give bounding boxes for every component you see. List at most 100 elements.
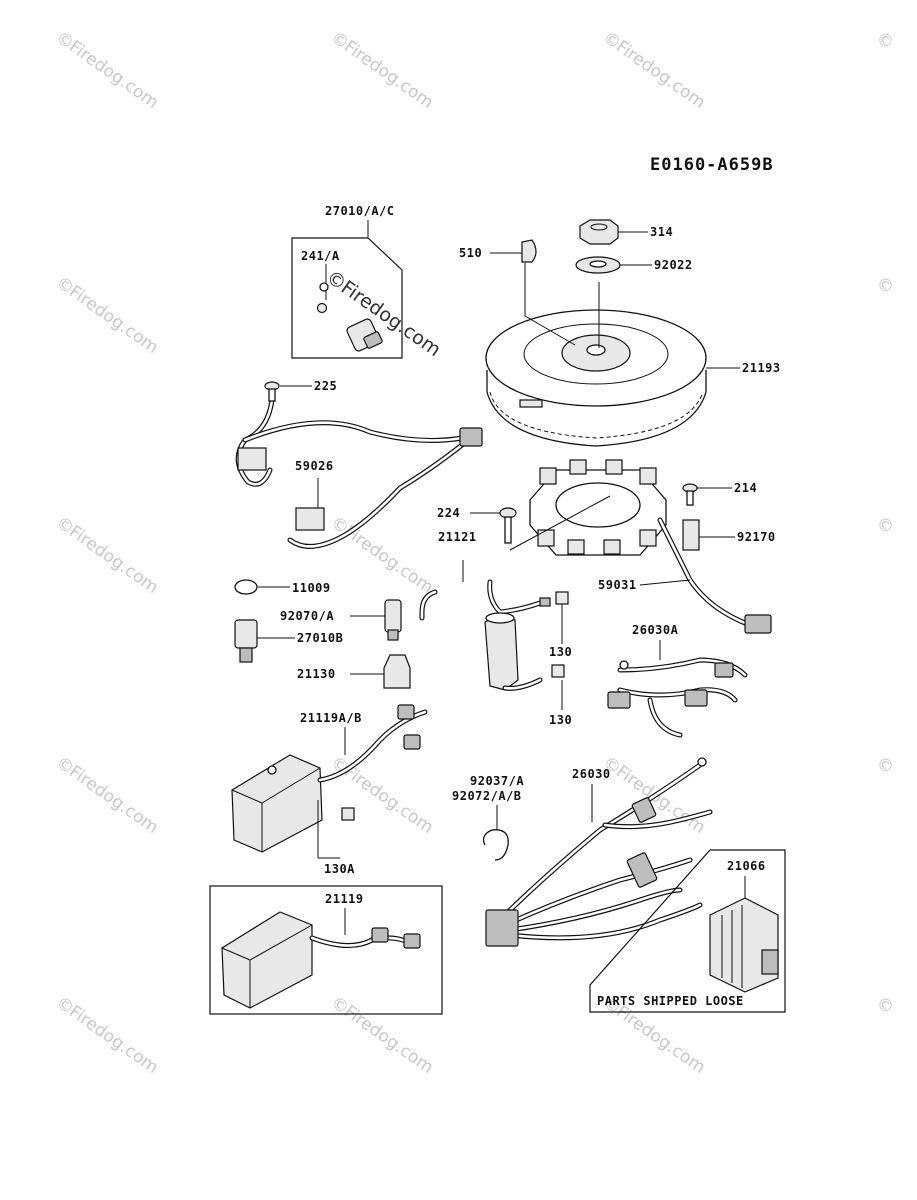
bolt-130-part — [555, 591, 569, 605]
bolt-225-shank — [268, 388, 276, 402]
cdi-mount-hole — [267, 765, 277, 775]
plug-92070-tip — [387, 629, 399, 641]
flywheel-bore — [586, 344, 606, 356]
ring-terminal — [619, 660, 629, 670]
watermark-text: Firedog.com — [65, 762, 162, 838]
parts-shipped-loose-group: PARTS SHIPPED LOOSE 21066 — [589, 849, 786, 1013]
washer-92022-hole — [589, 260, 607, 268]
capacitor-59026-part — [295, 507, 325, 531]
nut-241-part — [316, 302, 328, 314]
watermark-text: Firedog.com — [340, 522, 437, 598]
woodruff-key-part — [521, 239, 537, 263]
cdi-unit-edge — [231, 789, 263, 804]
watermark-text: Firedog.com — [65, 522, 162, 598]
callout-27010: 27010/A/C — [325, 204, 395, 218]
cdi-connector — [403, 734, 421, 750]
ring-terminal-26030 — [697, 757, 707, 767]
leader-59031 — [639, 579, 691, 586]
stator-pole — [569, 459, 587, 475]
plate-92170-part — [682, 519, 700, 551]
switch-parts-group: 11009 92070/A 27010B 21130 — [234, 579, 438, 689]
watermark-symbol: © — [872, 753, 897, 779]
callout-26030: 26030 — [572, 767, 611, 781]
harness-26030a-group: 26030A — [607, 623, 748, 738]
watermark-symbol: © — [872, 993, 897, 1019]
cdi-connector — [397, 704, 415, 720]
switch-27010b-part — [234, 619, 258, 649]
callout-92070: 92070/A — [280, 609, 334, 623]
callout-21119: 21119 — [325, 892, 364, 906]
stator-group: 59031 — [509, 459, 772, 634]
harness-26030-wire-a — [497, 762, 703, 923]
harness-26030-connector — [626, 852, 658, 888]
watermark-text: Firedog.com — [65, 282, 162, 358]
harness-225-group: 59026 225 — [235, 379, 483, 549]
coil-21121-group: 21121 130 130 — [438, 530, 572, 727]
flywheel-ring-gear — [489, 391, 704, 439]
cdi-21119ab-group: 21119A/B 130A — [231, 704, 428, 876]
screw-224-group: 224 — [437, 506, 517, 544]
callout-21119ab: 21119A/B — [300, 711, 362, 725]
watermark-text: Firedog.com — [612, 1002, 709, 1078]
harness-26030-wire-d-inner — [508, 903, 702, 940]
coil-lower-wire-inner — [503, 678, 542, 690]
watermark-text: Firedog.com — [340, 762, 437, 838]
cdi-21119-connector — [403, 933, 421, 949]
watermark-text: Firedog.com — [612, 37, 709, 113]
flywheel-magnet — [519, 399, 543, 408]
callout-214: 214 — [734, 481, 757, 495]
callout-92037: 92037/A — [470, 774, 524, 788]
screw-224-shank — [504, 516, 512, 544]
callout-59026: 59026 — [295, 459, 334, 473]
harness-26030-wire-a-inner — [498, 763, 702, 922]
watermark-text-dark: Firedog.com — [337, 276, 445, 361]
ignition-coil-top — [485, 612, 515, 624]
oring-11009-part — [234, 579, 258, 595]
diagram-code: E0160-A659B — [650, 155, 774, 175]
coil-wire-inner — [488, 580, 542, 614]
key-guide-2 — [524, 315, 576, 346]
callout-314: 314 — [650, 225, 673, 239]
cap-21130-tube-inner — [420, 590, 437, 620]
callout-21193: 21193 — [742, 361, 781, 375]
coil-clip-part — [237, 447, 267, 471]
callout-130-top: 130 — [549, 645, 572, 659]
harness-connector — [459, 427, 483, 447]
washer-241-part — [319, 282, 329, 292]
callout-224: 224 — [437, 506, 460, 520]
callout-241: 241/A — [301, 249, 340, 263]
rectifier-21066-part — [709, 897, 779, 993]
switch-27010b-terminal — [239, 647, 253, 663]
callout-26030a: 26030A — [632, 623, 679, 637]
harness-26030-group: 92037/A 92072/A/B 26030 — [452, 757, 713, 947]
callout-27010b: 27010B — [297, 631, 343, 645]
coil-bolt-head — [539, 597, 551, 607]
stator-pole — [639, 467, 657, 485]
watermark-symbol: © — [872, 273, 897, 299]
bolt-130a-part — [341, 807, 355, 821]
cdi-21119-box — [209, 885, 443, 1015]
watermark-text: Firedog.com — [65, 1002, 162, 1078]
ignition-switch-terminal — [363, 331, 383, 349]
watermark-text: Firedog.com — [340, 37, 437, 113]
callout-92022: 92022 — [654, 258, 693, 272]
stator-pole — [605, 459, 623, 475]
callout-510: 510 — [459, 246, 482, 260]
stator-pole — [603, 539, 621, 555]
callout-21066: 21066 — [727, 859, 766, 873]
nut-314-hole — [590, 223, 608, 231]
harness-26030a-connector — [714, 662, 734, 678]
callout-21130: 21130 — [297, 667, 336, 681]
flywheel-inner-ring — [523, 323, 669, 385]
flywheel-group: 21193 — [485, 309, 781, 447]
ignition-switch-group: 27010/A/C 241/A — [291, 204, 403, 359]
callout-21121: 21121 — [438, 530, 477, 544]
harness-26030-wire-c-inner — [508, 888, 682, 932]
key-510-group: 510 — [459, 239, 576, 346]
callout-225: 225 — [314, 379, 337, 393]
harness-26030-wire-e-inner — [603, 810, 712, 828]
plug-cap-21130-part — [383, 654, 411, 689]
callout-130b: 130 — [549, 713, 572, 727]
bolt-130b-part — [551, 664, 565, 678]
